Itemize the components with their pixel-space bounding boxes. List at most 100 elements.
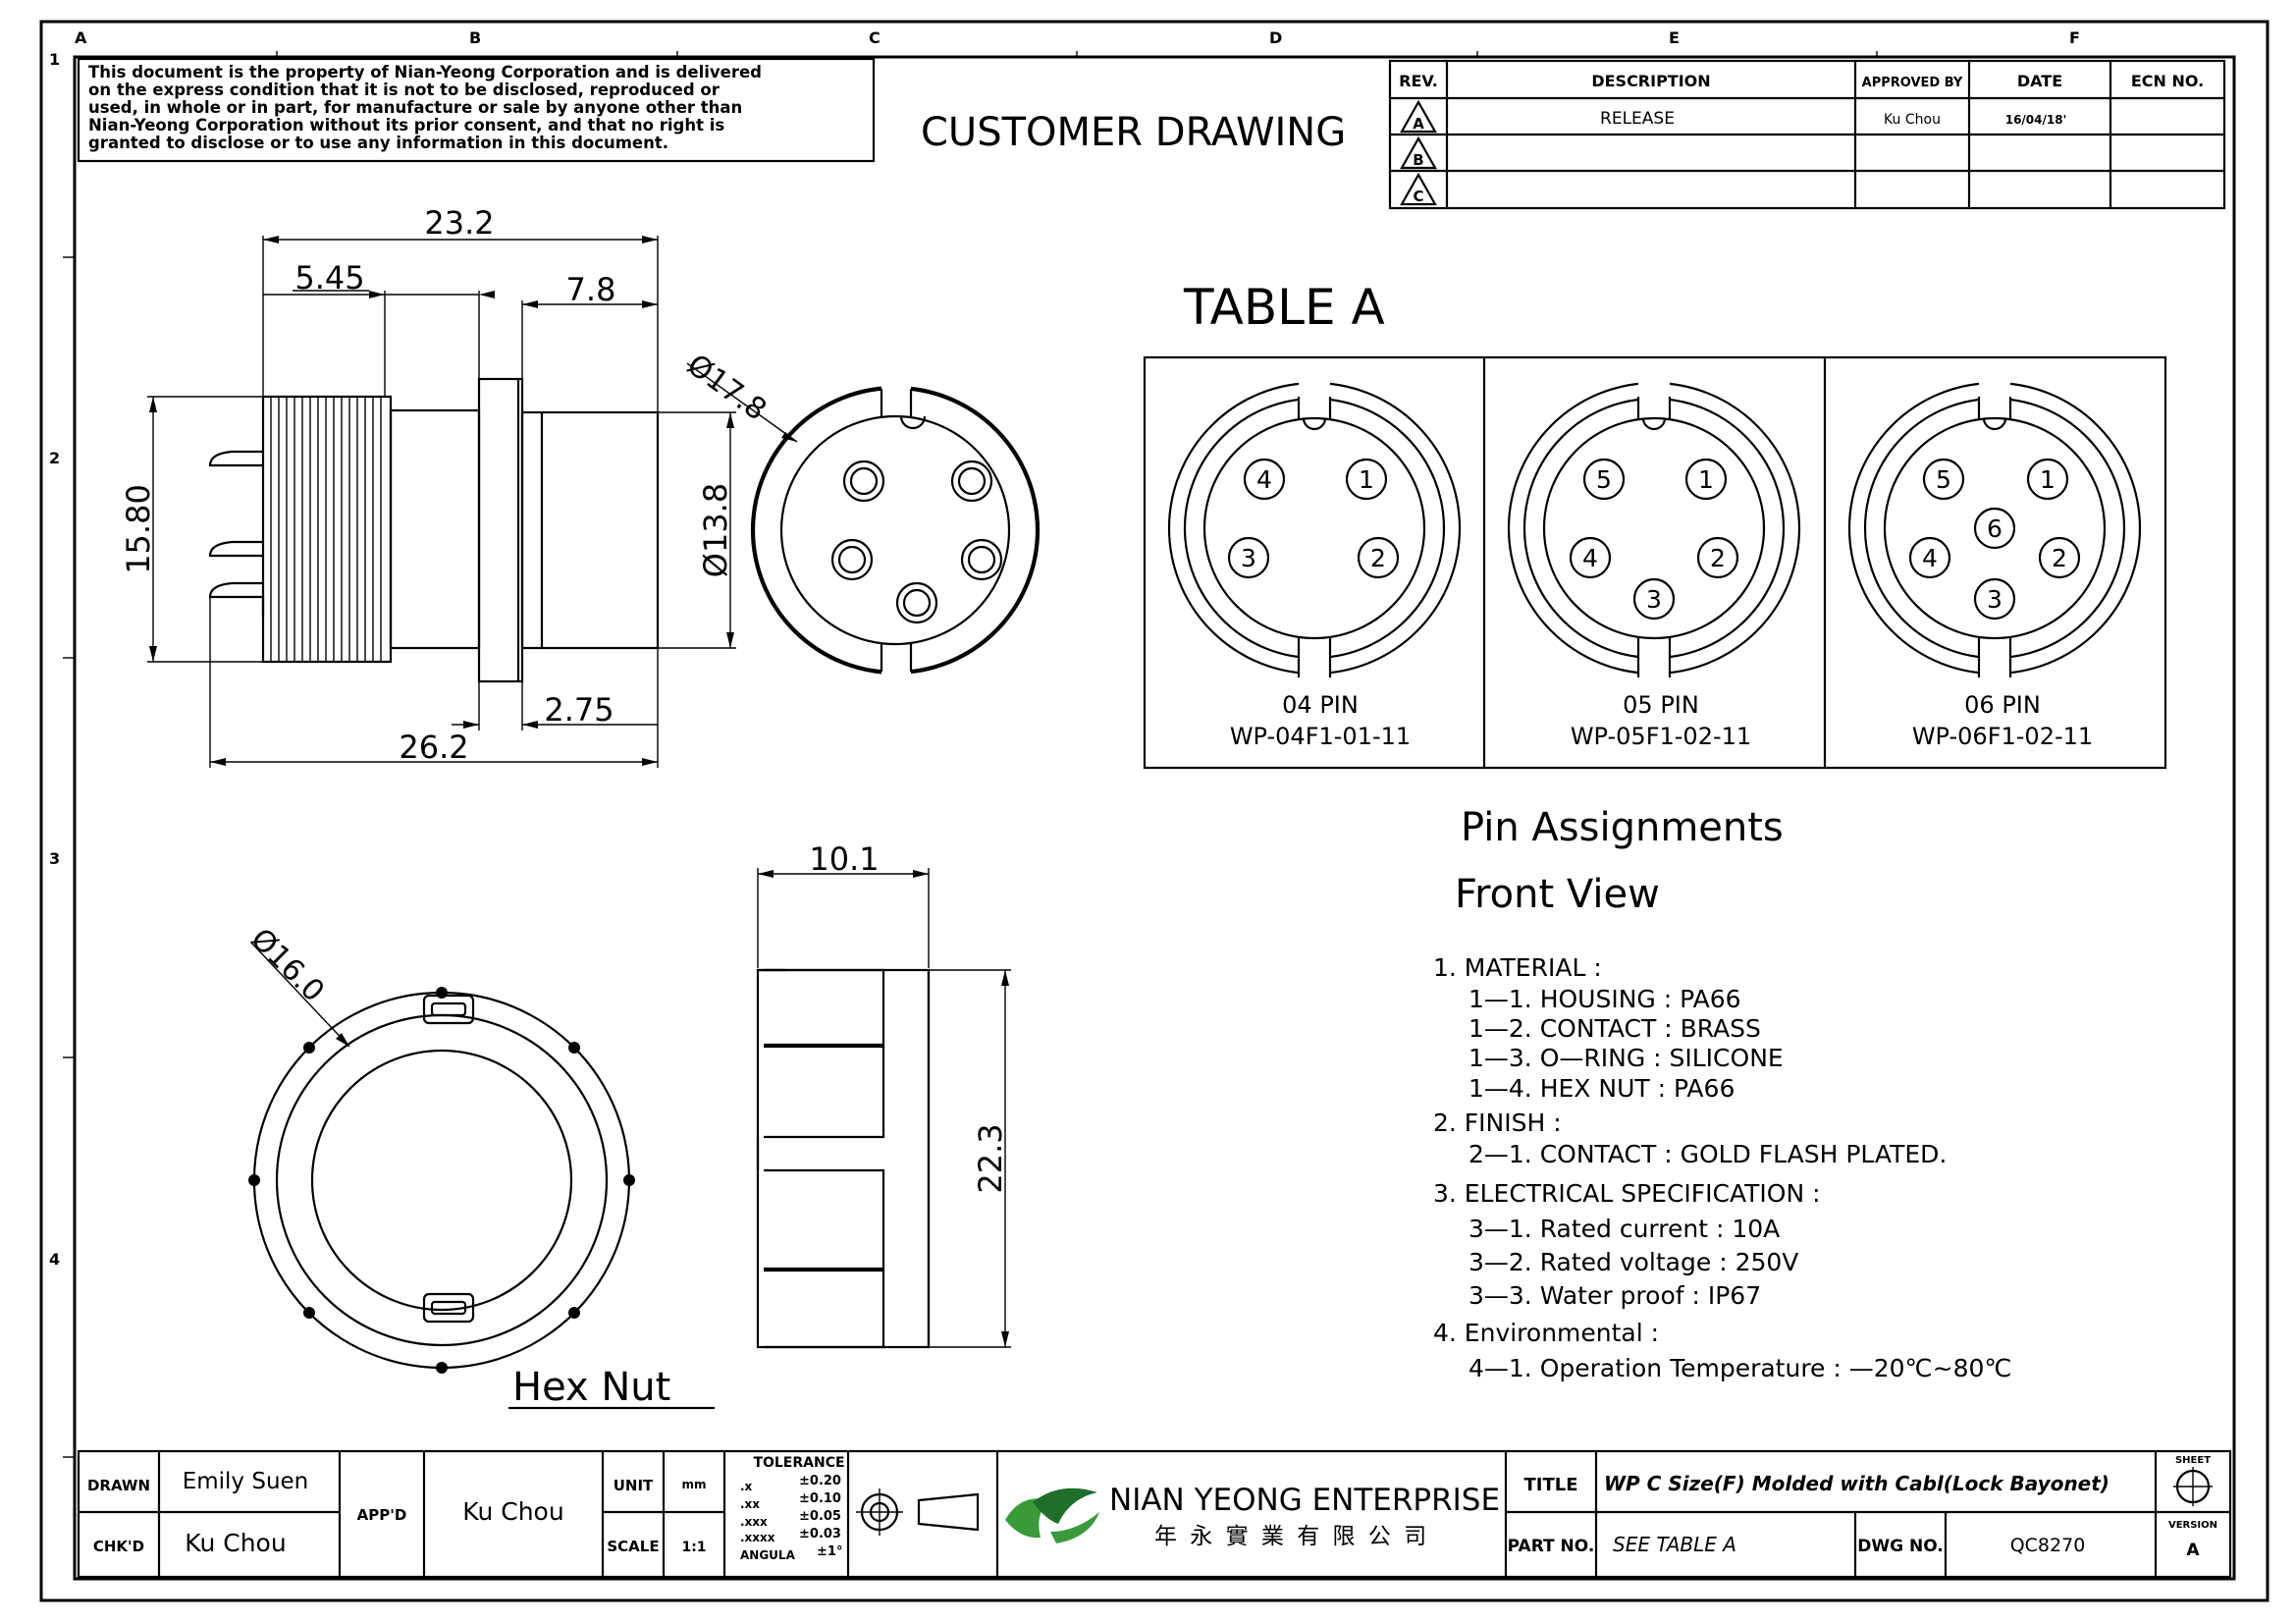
zone-number: 2 [49,449,60,467]
svg-text:3: 3 [1241,544,1256,572]
rev-b-triangle-icon: B [1400,135,1437,170]
pin-marker: 4 [1908,536,1951,579]
svg-text:4: 4 [1256,465,1272,494]
svg-text:.xx: .xx [740,1497,760,1511]
version-value: A [2186,1541,2200,1560]
note-line: 3—1. Rated current : 10A [1468,1215,1780,1243]
svg-text:4: 4 [1582,544,1598,572]
unit-label: UNIT [614,1477,654,1494]
drawn-value: Emily Suen [183,1469,309,1494]
pin-marker: 5 [1922,458,1965,501]
company-name: NIAN YEONG ENTERPRISE [1109,1483,1500,1518]
part-number: WP-06F1-02-11 [1912,723,2093,750]
dwg-label: DWG NO. [1857,1537,1944,1556]
notice-line: Nian-Yeong Corporation without its prior… [88,116,724,135]
projection-symbol-icon [856,1488,980,1536]
pin-marker: 1 [2026,458,2069,501]
table-a-title: TABLE A [1183,279,1385,336]
title-block: DRAWN Emily Suen CHK'D Ku Chou APP'D Ku … [77,1449,2232,1579]
pin-count-label: 06 PIN [1964,691,2041,719]
dim-overall-bottom: 26.2 [399,729,468,766]
notice-line: used, in whole or in part, for manufactu… [88,98,742,117]
svg-text:.xxx: .xxx [740,1515,768,1529]
rev-c-triangle-icon: C [1400,172,1437,206]
notice-line: granted to disclose or to use any inform… [88,134,668,152]
pin-marker: 1 [1684,458,1728,501]
note-line: 1—2. CONTACT : BRASS [1468,1014,1761,1043]
note-line: 1—1. HOUSING : PA66 [1468,985,1741,1013]
svg-text:3: 3 [1987,585,2002,614]
rev-a-approved: Ku Chou [1884,112,1941,128]
table-a-cell-05: 5 1 4 2 3 05 PIN WP-05F1-02-11 [1507,377,1801,750]
svg-text:.x: .x [740,1480,753,1493]
note-line: 4. Environmental : [1433,1319,1659,1347]
connector-front-view: Ø17.8 [680,348,1041,676]
approved-header: APPROVED BY [1862,76,1963,90]
svg-text:±0.10: ±0.10 [799,1491,841,1506]
note-line: 4—1. Operation Temperature : —20℃~80℃ [1468,1354,2011,1382]
svg-text:C: C [1413,188,1423,205]
dwg-value: QC8270 [2010,1535,2086,1556]
svg-text:±0.20: ±0.20 [799,1474,841,1488]
note-line: 3—3. Water proof : IP67 [1468,1281,1761,1310]
pin-assignments-title: Pin Assignments [1461,805,1784,850]
scale-label: SCALE [607,1538,659,1555]
note-line: 2—1. CONTACT : GOLD FLASH PLATED. [1468,1140,1947,1168]
svg-text:5: 5 [1936,465,1951,494]
zone-number: 3 [49,849,60,868]
hex-nut-label: Hex Nut [512,1365,670,1410]
title-value: WP C Size(F) Molded with Cabl(Lock Bayon… [1604,1472,2109,1495]
unit-value: mm [681,1478,706,1491]
hex-nut-front-view: Ø16.0 [243,922,635,1374]
rev-a-triangle-icon: A [1400,99,1437,134]
svg-text:A: A [1413,115,1424,133]
front-pin [960,538,1003,581]
zone-letters: A B C D E F [75,28,2080,57]
pin-marker: 2 [1357,536,1400,579]
zone-letter: F [2069,28,2080,47]
inner-border [73,55,2236,1581]
svg-text:6: 6 [1987,514,2002,543]
front-pin [842,460,885,503]
zone-letter: E [1669,28,1680,47]
dim-flange-thk: 2.75 [544,691,614,729]
svg-text:2: 2 [1370,544,1386,572]
company-name-chinese: 年 永 實 業 有 限 公 司 [1154,1524,1429,1549]
dim-nut-height: 22.3 [972,1123,1009,1193]
note-line: 1—4. HEX NUT : PA66 [1468,1074,1735,1103]
pin-marker: 4 [1569,536,1612,579]
svg-text:±0.03: ±0.03 [799,1527,841,1542]
pin-marker: 4 [1243,458,1286,501]
svg-text:ANGULA: ANGULA [740,1548,796,1562]
table-a-cell-06: 5 1 6 4 2 3 06 PIN WP-06F1-02-11 [1847,377,2142,750]
scale-value: 1:1 [681,1540,706,1555]
sheet-label: SHEET [2175,1455,2211,1466]
zone-numbers: 1 2 3 4 [49,50,75,1458]
notice-line: This document is the property of Nian-Ye… [88,63,762,81]
description-header: DESCRIPTION [1591,72,1710,90]
dim-height: 15.80 [120,484,157,574]
notes-list: 1. MATERIAL : 1—1. HOUSING : PA66 1—2. C… [1433,953,2011,1382]
svg-text:±0.05: ±0.05 [799,1509,841,1524]
svg-text:2: 2 [2052,544,2067,572]
svg-text:1: 1 [1359,465,1374,494]
zone-number: 1 [49,50,60,69]
rev-header: REV. [1399,72,1438,90]
side-view-dimensions: 23.2 5.45 7.8 15.80 Ø13.8 2.75 [120,204,736,768]
dim-nut-dia: Ø16.0 [243,922,331,1009]
revision-table: REV. DESCRIPTION APPROVED BY DATE ECN NO… [1388,59,2226,210]
dim-body-dia: Ø13.8 [697,483,734,577]
note-line: 3. ELECTRICAL SPECIFICATION : [1433,1179,1821,1208]
drawn-label: DRAWN [87,1477,150,1494]
table-a-cell-04: 4 1 3 2 04 PIN WP-04F1-01-11 [1167,377,1462,750]
tolerance-rows: .x ±0.20 .xx ±0.10 .xxx ±0.05 .xxxx ±0.0… [740,1474,842,1562]
zone-letter: A [75,28,87,47]
pin-count-label: 04 PIN [1282,691,1359,719]
pin-marker: 3 [1632,577,1676,621]
hex-nut-dimensions: 10.1 22.3 [757,840,1011,1348]
svg-text:1: 1 [2040,465,2056,494]
date-header: DATE [2017,72,2062,90]
part-label: PART NO. [1508,1537,1595,1556]
svg-text:1: 1 [1698,465,1714,494]
